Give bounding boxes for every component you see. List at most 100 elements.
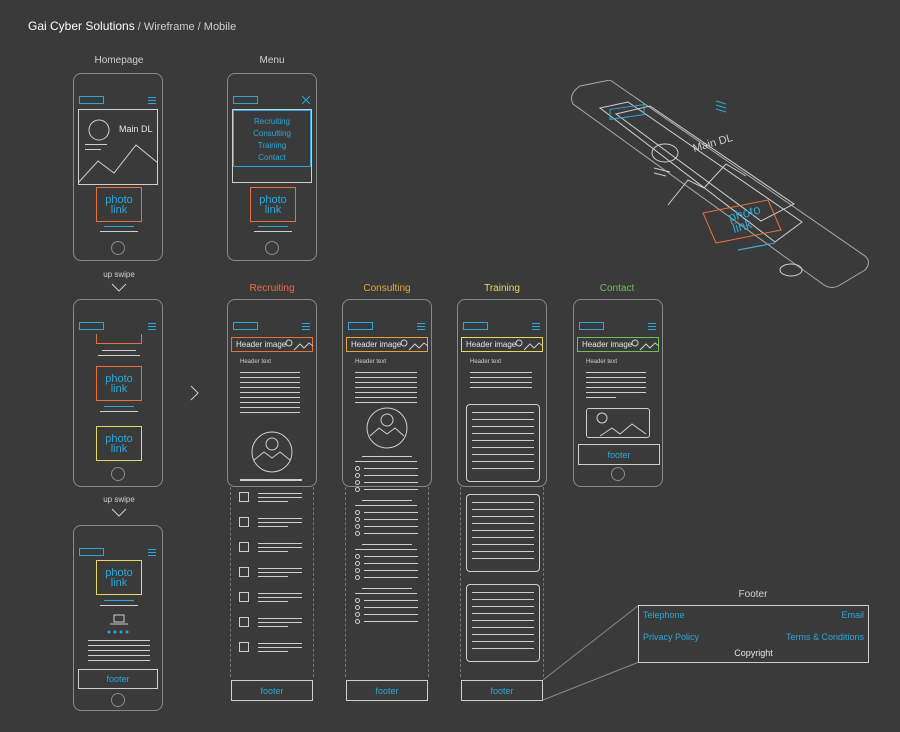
label-training: Training xyxy=(484,283,520,294)
footer-link-privacy[interactable]: Privacy Policy xyxy=(643,632,700,642)
text-line xyxy=(88,650,150,651)
bullet-icon xyxy=(355,510,360,515)
hamburger-icon[interactable] xyxy=(532,323,540,330)
scroll-guide xyxy=(230,487,231,677)
text-line xyxy=(88,660,150,661)
phone-outline xyxy=(571,80,869,288)
text-line xyxy=(240,397,300,398)
text-line xyxy=(355,549,417,550)
card xyxy=(466,404,540,482)
photo-link-button[interactable]: photo link xyxy=(250,187,296,222)
screen-outline xyxy=(598,101,803,243)
menu-item-training[interactable]: Training xyxy=(257,141,287,150)
image-placeholder-icon xyxy=(400,339,428,351)
text-line xyxy=(362,588,412,589)
close-icon[interactable] xyxy=(302,96,310,104)
text-line xyxy=(472,447,534,448)
text-line xyxy=(258,543,302,544)
text-line xyxy=(472,509,534,510)
home-button-icon xyxy=(611,467,625,481)
bullet-icon xyxy=(355,554,360,559)
text-line xyxy=(472,634,534,635)
text-line xyxy=(364,533,418,534)
phone-homepage xyxy=(73,73,163,261)
label-consulting: Consulting xyxy=(363,283,411,294)
image-placeholder-icon xyxy=(78,119,158,184)
perspective-phone-illustration: Main DL photo link xyxy=(571,80,869,288)
image-placeholder-icon xyxy=(251,431,293,473)
photo-link-button[interactable]: photo link xyxy=(96,187,142,222)
photo-link-button[interactable]: photo link xyxy=(96,366,142,401)
text-line xyxy=(240,402,300,403)
text-line xyxy=(355,593,417,594)
text-line xyxy=(472,419,534,420)
bullet-icon xyxy=(355,473,360,478)
chevron-down-icon xyxy=(111,283,127,292)
text-line xyxy=(362,456,412,457)
menu-dropdown: Recruiting Consulting Training Contact xyxy=(233,110,311,167)
label-contact: Contact xyxy=(599,283,635,294)
menu-item-contact[interactable]: Contact xyxy=(258,153,286,162)
checkbox-icon xyxy=(239,592,249,602)
text-line xyxy=(472,523,534,524)
header-image-bar: Header image xyxy=(577,337,659,352)
footer-link-email[interactable]: Email xyxy=(841,610,864,620)
text-line xyxy=(100,231,138,232)
footer-button[interactable]: footer xyxy=(461,680,543,701)
image-placeholder-icon xyxy=(631,339,659,351)
checkbox-icon xyxy=(239,517,249,527)
text-line xyxy=(240,377,300,378)
hamburger-icon[interactable] xyxy=(148,549,156,556)
footer-button[interactable]: footer xyxy=(231,680,313,701)
logo-box xyxy=(233,322,258,330)
footer-link-telephone[interactable]: Telephone xyxy=(643,610,685,620)
photo-link-button[interactable]: photo link xyxy=(96,426,142,461)
text-line xyxy=(364,607,418,608)
text-line xyxy=(472,412,534,413)
text-line xyxy=(470,372,532,373)
logo-box xyxy=(579,322,604,330)
main-hero-box xyxy=(614,105,795,222)
text-line xyxy=(586,377,646,378)
breadcrumb: / Wireframe / Mobile xyxy=(134,21,237,33)
text-line xyxy=(355,461,417,462)
phone-homepage-swipe-1 xyxy=(73,299,163,487)
text-line xyxy=(258,643,302,644)
label-recruiting: Recruiting xyxy=(249,283,295,294)
text-line xyxy=(472,544,534,545)
text-line xyxy=(362,544,412,545)
card xyxy=(466,584,540,662)
text-line xyxy=(258,597,302,598)
image-placeholder-icon xyxy=(596,412,647,437)
text-line xyxy=(364,556,418,557)
text-line xyxy=(364,489,418,490)
footer-link-terms[interactable]: Terms & Conditions xyxy=(785,632,864,642)
text-line xyxy=(472,627,534,628)
hamburger-icon[interactable] xyxy=(302,323,310,330)
text-line xyxy=(472,620,534,621)
label-footer: Footer xyxy=(738,589,768,600)
hamburger-icon[interactable] xyxy=(148,323,156,330)
bullet-icon xyxy=(355,524,360,529)
header-image-bar: Header image xyxy=(461,337,543,352)
logo-box xyxy=(79,96,104,104)
footer-button[interactable]: footer xyxy=(346,680,428,701)
text-line xyxy=(362,500,412,501)
text-line xyxy=(258,497,302,498)
text-line xyxy=(355,392,417,393)
hamburger-icon[interactable] xyxy=(417,323,425,330)
hamburger-icon[interactable] xyxy=(148,97,156,104)
menu-item-recruiting[interactable]: Recruiting xyxy=(253,117,290,126)
photo-link-button[interactable]: photo link xyxy=(96,560,142,595)
scroll-guide xyxy=(313,487,314,677)
text-line xyxy=(364,519,418,520)
scroll-guide xyxy=(428,487,429,677)
text-line xyxy=(355,397,417,398)
menu-item-consulting[interactable]: Consulting xyxy=(253,129,291,138)
bullet-icon xyxy=(355,568,360,573)
company-name: Gai Cyber Solutions xyxy=(28,19,135,33)
footer-button[interactable]: footer xyxy=(78,669,158,689)
text-line xyxy=(258,651,288,652)
footer-button[interactable]: footer xyxy=(578,444,660,465)
hamburger-icon[interactable] xyxy=(648,323,656,330)
